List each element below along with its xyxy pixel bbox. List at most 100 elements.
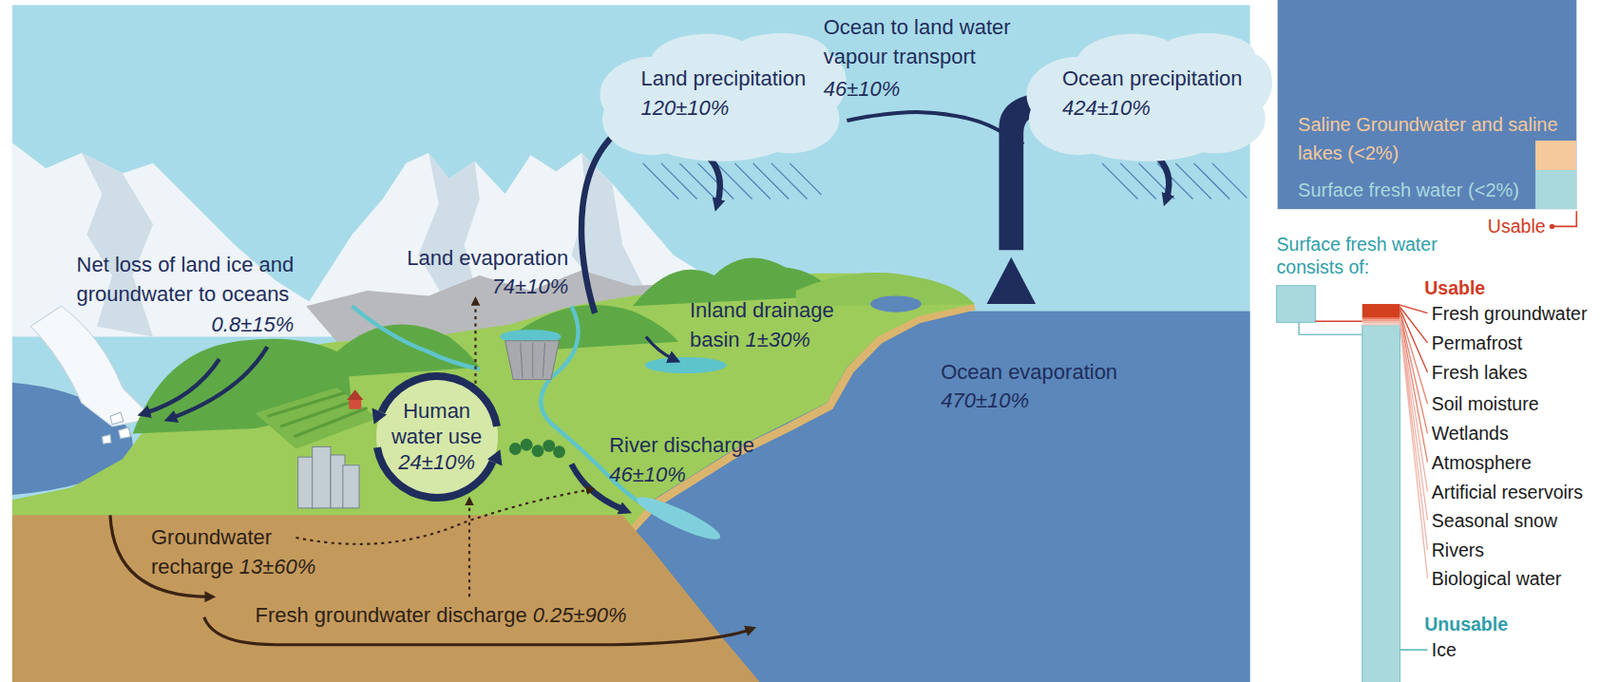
flow-name: Land precipitation bbox=[640, 63, 806, 94]
flow-arrows bbox=[110, 92, 1169, 646]
label-group: 0.8±15% bbox=[211, 309, 295, 340]
storage-panel-part bbox=[1400, 648, 1429, 651]
land-surface-part bbox=[254, 387, 378, 449]
label-group: Ocean evaporation bbox=[940, 357, 1118, 387]
label-group: 470±10% bbox=[940, 385, 1029, 416]
panel-heading: Surface fresh water consists of: bbox=[1276, 233, 1438, 278]
flow-arrows-part bbox=[474, 302, 477, 384]
sky-and-sea bbox=[12, 4, 1251, 682]
cycle-arc bbox=[377, 447, 493, 498]
flow-value: 13±60% bbox=[239, 552, 317, 582]
store-label: Wetlands bbox=[1431, 422, 1509, 444]
human-structures-part bbox=[346, 389, 363, 400]
storage-panel-part bbox=[1400, 317, 1429, 579]
label-group: Artificial reservoirs bbox=[1431, 480, 1583, 504]
label-group: Surface fresh water consists of: bbox=[1276, 232, 1467, 279]
label-group: Inland drainage basin1±30% bbox=[689, 295, 852, 355]
label-group: Usable bbox=[1424, 276, 1486, 300]
cycle-arrowhead bbox=[371, 407, 387, 424]
land-surface-part bbox=[336, 324, 479, 379]
label-group: Ice bbox=[1431, 638, 1457, 662]
human-structures-part bbox=[552, 445, 566, 458]
flow-value: 0.25±90% bbox=[533, 600, 628, 630]
human-structures-part bbox=[520, 342, 546, 379]
flow-value: 424±10% bbox=[1062, 93, 1151, 123]
store-label: Atmosphere bbox=[1431, 452, 1532, 474]
label-group: Usable bbox=[1487, 214, 1546, 238]
flow-value: 120±10% bbox=[640, 93, 729, 123]
label-group: Seasonal snow bbox=[1431, 509, 1558, 533]
label-group: Rivers bbox=[1431, 538, 1485, 562]
storage-panel-part bbox=[1277, 0, 1578, 210]
storage-panel-part bbox=[1362, 325, 1401, 682]
rivers-and-lakes-part bbox=[632, 490, 724, 546]
label-group: 46±10% bbox=[609, 459, 686, 490]
rivers-and-lakes-part bbox=[645, 357, 727, 374]
label-group: Atmosphere bbox=[1431, 451, 1532, 475]
cycle-arrowhead bbox=[487, 449, 503, 466]
flow-arrows-part bbox=[987, 257, 1037, 305]
rain-part bbox=[643, 163, 822, 200]
rain-part bbox=[1102, 163, 1248, 200]
human-structures-part bbox=[509, 442, 522, 456]
storage-panel-part bbox=[1362, 323, 1401, 325]
flow-name: Ocean precipitation bbox=[1062, 63, 1243, 94]
store-label: Ice bbox=[1431, 639, 1457, 661]
flow-arrows-part bbox=[468, 501, 471, 597]
sky-and-sea-part bbox=[12, 4, 1251, 682]
store-label: Artificial reservoirs bbox=[1431, 481, 1583, 503]
store-label: Seasonal snow bbox=[1431, 510, 1558, 532]
store-label: Permafrost bbox=[1431, 332, 1523, 354]
rivers-and-lakes bbox=[352, 295, 922, 546]
flow-label: Net loss of land ice and groundwater to … bbox=[76, 252, 295, 306]
human-structures bbox=[298, 341, 566, 509]
legend-text: Surface fresh water (<2%) bbox=[1297, 175, 1576, 205]
rivers-and-lakes-part bbox=[870, 295, 922, 312]
rain bbox=[643, 163, 1248, 200]
usable-label: Usable bbox=[1487, 215, 1546, 237]
water-cycle-illustration-part bbox=[12, 0, 1577, 682]
flow-value: 1±30% bbox=[745, 324, 811, 355]
store-label: Rivers bbox=[1431, 539, 1485, 561]
flow-value: 46±10% bbox=[823, 76, 901, 101]
flow-value: 74±10% bbox=[492, 274, 570, 299]
circle-fill bbox=[376, 376, 498, 498]
label-group: 74±10% bbox=[492, 271, 570, 302]
storage-panel-part bbox=[1362, 304, 1401, 318]
storage-panel-part bbox=[1362, 321, 1401, 324]
label-group: Fresh lakes bbox=[1431, 361, 1528, 384]
flow-value: 24±10% bbox=[398, 449, 476, 476]
groundwater-label: Fresh groundwater discharge bbox=[254, 603, 527, 628]
cloud-node: Land precipitation120±10% bbox=[596, 30, 847, 163]
label-group: Permafrost bbox=[1431, 331, 1523, 355]
label-group: 46±10% bbox=[823, 74, 901, 104]
label-group: Fresh groundwater discharge0.25±90% bbox=[254, 600, 627, 630]
cloud-outline bbox=[600, 33, 847, 162]
label-group: Fresh groundwater bbox=[1431, 302, 1588, 325]
flow-arrows-part bbox=[646, 336, 674, 360]
category-heading: Unusable bbox=[1424, 613, 1508, 635]
label-group: River discharge bbox=[609, 430, 755, 460]
legend-swatch bbox=[1535, 140, 1577, 171]
vapour-transport-arc bbox=[846, 112, 1024, 145]
storage-panel-part bbox=[1276, 285, 1316, 324]
edge-label: Ocean to land water vapour transport bbox=[823, 12, 1029, 72]
human-structures-part bbox=[505, 341, 560, 381]
glacier-inlet-part bbox=[110, 412, 124, 425]
legend-text: Saline Groundwater and saline lakes (<2%… bbox=[1297, 110, 1576, 168]
flow-arrows-part bbox=[171, 346, 267, 419]
category-heading: Usable bbox=[1424, 277, 1486, 299]
human-structures-part bbox=[348, 400, 362, 410]
ground bbox=[12, 514, 761, 682]
cloud-node: Ocean precipitation424±10% bbox=[1023, 30, 1273, 163]
flow-value: 46±10% bbox=[609, 462, 686, 487]
glacier-inlet-part bbox=[30, 305, 153, 427]
storage-panel-part bbox=[1362, 319, 1401, 322]
label-group: Wetlands bbox=[1431, 421, 1509, 445]
storage-panel bbox=[1276, 0, 1578, 682]
legend-swatch bbox=[1535, 170, 1577, 210]
store-label: Soil moisture bbox=[1431, 393, 1540, 415]
store-label: Biological water bbox=[1431, 568, 1562, 590]
storage-panel-part bbox=[1362, 317, 1401, 320]
